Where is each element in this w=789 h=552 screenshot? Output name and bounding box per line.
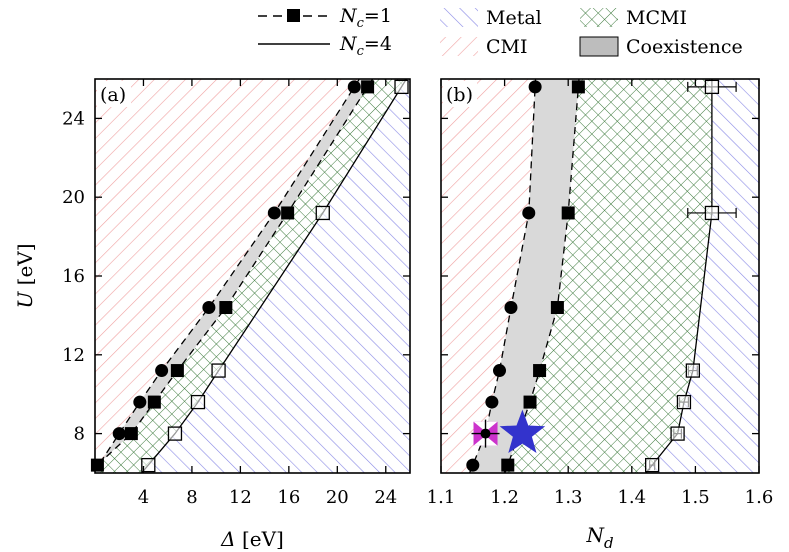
y-tick-label: 20 — [62, 187, 85, 208]
marker-open-square — [190, 394, 206, 410]
region-mcmi — [95, 79, 407, 473]
marker-filled-square — [550, 301, 564, 315]
region-mcmi — [505, 79, 712, 473]
y-tick-label: 24 — [62, 108, 85, 129]
region-cmi — [441, 79, 536, 473]
marker-filled-square — [571, 80, 585, 94]
marker-open-square — [315, 205, 330, 221]
marker-open-square — [704, 79, 720, 95]
marker-circle — [347, 80, 361, 94]
marker-open-square — [676, 394, 692, 410]
legend-swatch-coexistence — [579, 36, 619, 57]
legend-label-metal: Metal — [486, 7, 542, 29]
marker-circle — [133, 395, 147, 409]
x-tick-label: 24 — [374, 487, 397, 508]
legend-swatch-metal — [440, 8, 478, 27]
markers — [466, 79, 737, 473]
marker-filled-square — [147, 395, 161, 409]
legend-swatch-cmi — [440, 37, 478, 56]
y-tick-label: 16 — [62, 266, 85, 287]
panel-label-bg — [97, 81, 131, 107]
marker-open-square — [704, 205, 720, 221]
panel-b: 1.1 1.2 1.3 1.4 1.5 1.6 (b) Nd — [427, 78, 774, 552]
phase-regions — [95, 79, 410, 473]
marker-filled-square — [501, 458, 515, 472]
y-tick-label: 12 — [62, 345, 85, 366]
panel-label: (a) — [100, 84, 126, 106]
legend-entry-mcmi: MCMI — [580, 7, 687, 29]
x-tick-label: 1.1 — [427, 487, 456, 508]
marker-open-square — [141, 457, 156, 473]
marker-circle — [485, 395, 499, 409]
marker-filled-square — [170, 364, 184, 378]
marker-circle — [504, 301, 518, 315]
legend-entry-nc4: Nc=4 — [258, 33, 392, 59]
legend-entry-coexistence: Coexistence — [579, 36, 743, 58]
marker-filled-square — [533, 364, 547, 378]
region-metal — [645, 79, 759, 473]
panel-a: 4 8 12 16 20 24 8 12 16 20 24 (a) Δ [eV] U [eV] — [13, 78, 411, 551]
marker-open-square — [685, 363, 701, 378]
marker-open-square — [645, 457, 660, 473]
marker-circle — [528, 80, 542, 94]
marker-filled-square — [361, 80, 375, 94]
legend-label-coexistence: Coexistence — [626, 36, 743, 58]
line-nc1-circles — [468, 79, 537, 473]
x-tick-label: 1.5 — [681, 487, 710, 508]
legend-swatch-mcmi — [580, 8, 618, 27]
marker-circle — [493, 364, 507, 378]
ticks: 1.1 1.2 1.3 1.4 1.5 1.6 — [427, 79, 774, 508]
marker-circle — [466, 458, 480, 472]
marker-filled-square — [90, 458, 104, 472]
marker-filled-square — [561, 206, 575, 220]
marker-magenta-dot — [480, 428, 491, 439]
marker-open-square — [670, 426, 685, 441]
legend-label-mcmi: MCMI — [626, 7, 687, 29]
x-tick-label: 20 — [326, 487, 349, 508]
marker-filled-square — [523, 395, 537, 409]
x-axis-label: Nd — [585, 523, 613, 552]
marker-circle — [202, 301, 216, 315]
marker-circle — [522, 206, 536, 220]
marker-star — [499, 409, 546, 453]
panel-label-bg — [443, 81, 477, 107]
ticks: 4 8 12 16 20 24 8 12 16 20 24 — [62, 79, 410, 508]
marker-filled-square — [124, 427, 138, 441]
legend-label-nc4: Nc=4 — [339, 33, 392, 59]
marker-filled-square — [219, 301, 233, 315]
x-tick-label: 1.4 — [617, 487, 646, 508]
region-metal — [141, 79, 410, 473]
x-tick-label: 12 — [229, 487, 252, 508]
phase-regions — [441, 79, 759, 473]
legend-entry-nc1: Nc=1 — [258, 5, 392, 31]
panel-label: (b) — [446, 84, 473, 106]
x-tick-label: 1.6 — [745, 487, 774, 508]
x-tick-label: 1.2 — [490, 487, 519, 508]
legend-marker-filled-square — [287, 9, 300, 22]
x-axis-label: Δ [eV] — [220, 527, 284, 551]
marker-circle — [155, 364, 169, 378]
legend-label-cmi: CMI — [486, 36, 528, 58]
line-nc1-squares — [504, 79, 580, 473]
marker-open-square — [167, 426, 183, 441]
y-tick-label: 8 — [74, 424, 85, 445]
x-tick-label: 4 — [138, 487, 149, 508]
region-cmi — [95, 79, 360, 471]
markers — [90, 79, 409, 473]
x-tick-label: 16 — [277, 487, 300, 508]
legend-entry-metal: Metal — [440, 7, 542, 29]
legend: Nc=1 Nc=4 Metal MCMI CMI Coexistence — [258, 5, 743, 59]
marker-circle — [267, 206, 281, 220]
x-tick-label: 1.3 — [554, 487, 583, 508]
marker-circle — [112, 427, 126, 441]
marker-open-square — [394, 79, 409, 95]
marker-open-square — [211, 363, 226, 378]
marker-filled-square — [281, 206, 295, 220]
legend-entry-cmi: CMI — [440, 36, 528, 58]
legend-label-nc1: Nc=1 — [339, 5, 392, 31]
y-axis-label: U [eV] — [13, 243, 37, 308]
region-coexistence — [469, 79, 579, 473]
x-tick-label: 8 — [186, 487, 197, 508]
